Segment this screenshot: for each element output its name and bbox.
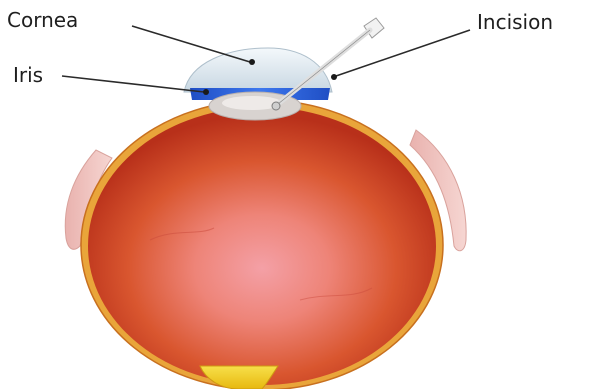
iris-leader-line [62, 76, 204, 92]
incision-leader-dot [331, 74, 337, 80]
incision-leader-line [336, 30, 470, 76]
eyeball [88, 107, 436, 385]
cornea-label: Cornea [7, 10, 78, 30]
incision-label: Incision [477, 12, 553, 32]
cornea [184, 48, 332, 92]
iris-label: Iris [13, 65, 43, 85]
iris-leader-dot [203, 89, 209, 95]
cornea-leader-dot [249, 59, 255, 65]
cornea-leader-line [132, 26, 250, 62]
instrument-tip [272, 102, 280, 110]
